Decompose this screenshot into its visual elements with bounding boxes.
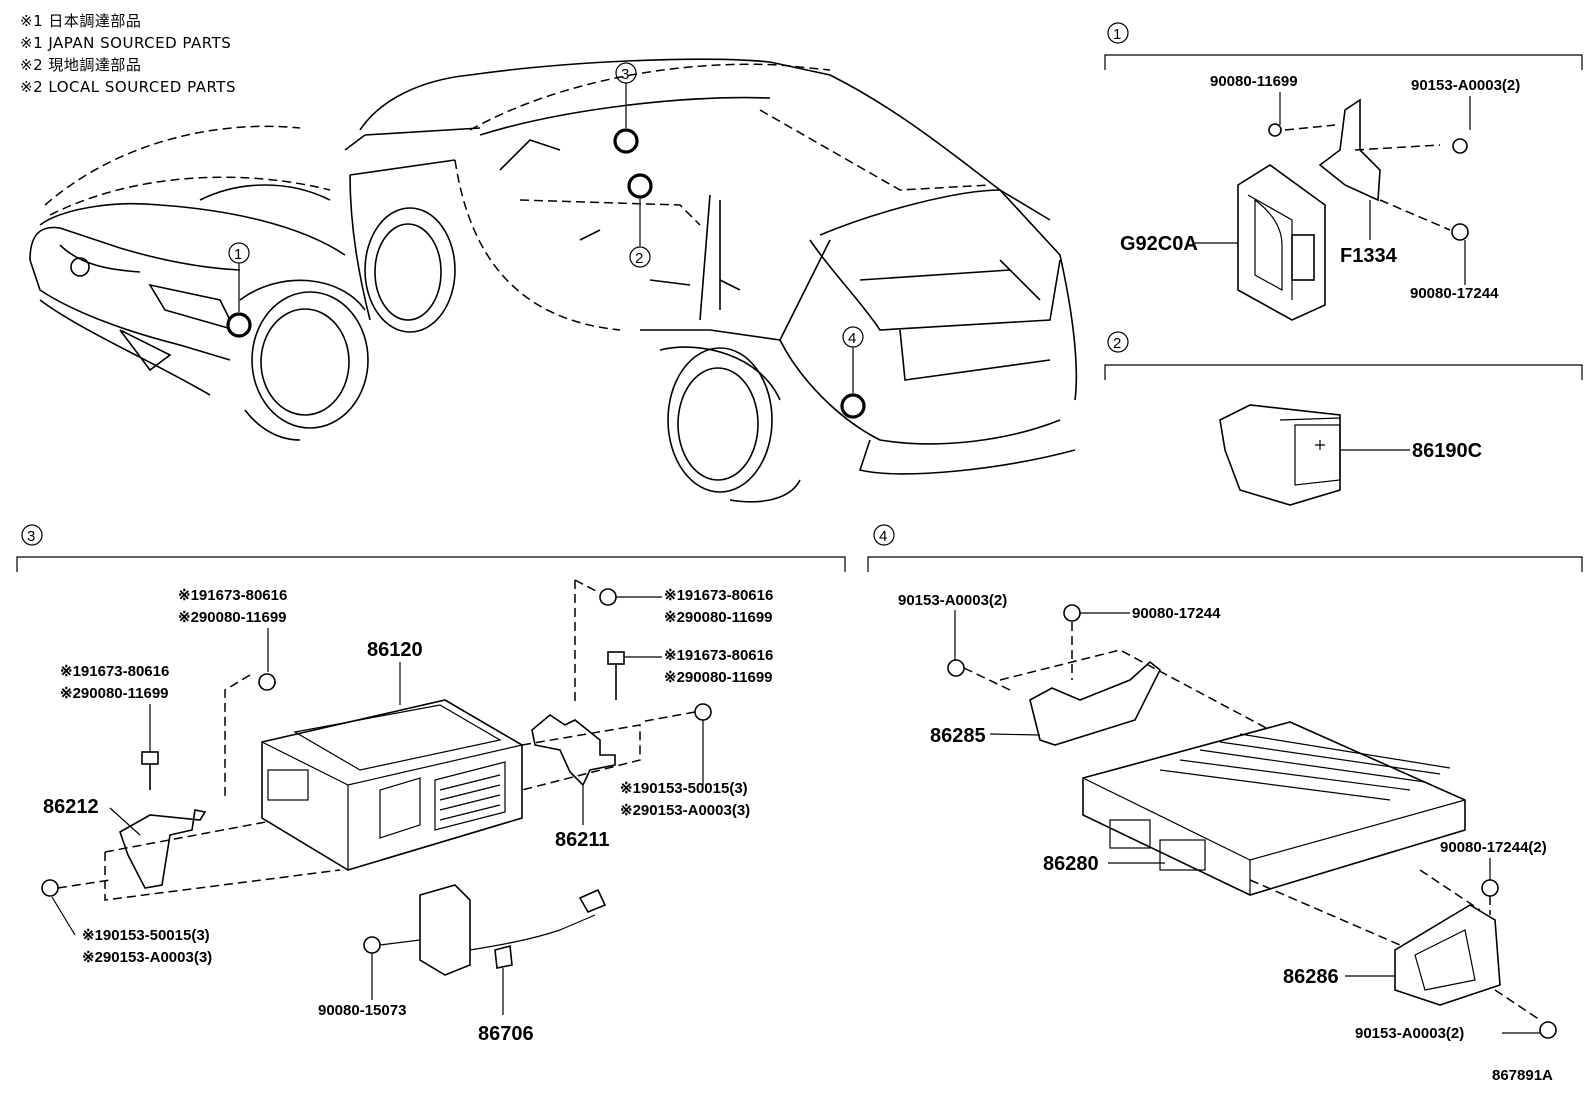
- section-1: 1 90080-11699 90153-A0003(2) G92C0A F133…: [1104, 22, 1583, 321]
- location-marker-2: [627, 173, 653, 199]
- label-screw-a2: ※290080-11699: [178, 609, 287, 626]
- callout-3: 3: [621, 66, 629, 83]
- label-90080-17244: 90080-17244: [1410, 285, 1499, 302]
- label-86190C: 86190C: [1412, 440, 1482, 462]
- label-4-90153-A0003-bottom: 90153-A0003(2): [1355, 1025, 1464, 1042]
- callout-1-front: 1: [234, 246, 242, 263]
- callout-4: 4: [848, 330, 856, 347]
- label-90080-15073: 90080-15073: [318, 1002, 406, 1019]
- section-4-number: 4: [879, 528, 887, 545]
- label-86285: 86285: [930, 725, 986, 747]
- location-marker-3: [613, 128, 639, 154]
- label-bolt-r1: ※190153-50015(3): [620, 780, 748, 797]
- label-bolt-l2: ※290153-A0003(3): [82, 949, 212, 966]
- label-G92C0A: G92C0A: [1120, 233, 1198, 255]
- label-screw-b2: ※290080-11699: [60, 685, 169, 702]
- label-screw-c2: ※290080-11699: [664, 609, 773, 626]
- section-3-number: 3: [27, 528, 35, 545]
- label-86706: 86706: [478, 1023, 534, 1045]
- label-screw-d1: ※191673-80616: [664, 647, 773, 664]
- vehicle-rear-view: 3 2 4: [344, 58, 1078, 503]
- label-screw-d2: ※290080-11699: [664, 669, 773, 686]
- location-marker-4: [840, 393, 866, 419]
- section-2-number: 2: [1113, 335, 1121, 352]
- label-86212: 86212: [43, 796, 99, 818]
- label-F1334: F1334: [1340, 245, 1398, 267]
- label-screw-c1: ※191673-80616: [664, 587, 773, 604]
- label-86211: 86211: [555, 829, 610, 851]
- note-japan-en: ※1 JAPAN SOURCED PARTS: [20, 34, 231, 52]
- location-marker-1: [226, 312, 252, 338]
- note-local-jp: ※2 現地調達部品: [20, 56, 141, 74]
- label-screw-a1: ※191673-80616: [178, 587, 287, 604]
- label-4-90153-A0003-top: 90153-A0003(2): [898, 592, 1007, 609]
- section-2: 2 86190C: [1104, 331, 1583, 506]
- label-screw-b1: ※191673-80616: [60, 663, 169, 680]
- section-1-number: 1: [1113, 26, 1121, 43]
- label-bolt-r2: ※290153-A0003(3): [620, 802, 750, 819]
- callout-2: 2: [635, 250, 643, 267]
- section-4: 4 90153-A0003(2) 90080-17244 86285 86280…: [867, 524, 1583, 1042]
- label-86120: 86120: [367, 639, 423, 661]
- note-japan-jp: ※1 日本調達部品: [20, 12, 141, 30]
- label-4-90080-17244-right: 90080-17244(2): [1440, 839, 1547, 856]
- vehicle-front-view: 1: [29, 125, 369, 441]
- label-90080-11699: 90080-11699: [1210, 73, 1298, 90]
- label-bolt-l1: ※190153-50015(3): [82, 927, 210, 944]
- label-4-90080-17244-top: 90080-17244: [1132, 605, 1221, 622]
- note-local-en: ※2 LOCAL SOURCED PARTS: [20, 78, 236, 96]
- label-90153-A0003: 90153-A0003(2): [1411, 77, 1520, 94]
- label-86286: 86286: [1283, 966, 1339, 988]
- sourcing-notes: ※1 日本調達部品 ※1 JAPAN SOURCED PARTS ※2 現地調達…: [20, 12, 236, 96]
- label-86280: 86280: [1043, 853, 1099, 875]
- figure-id: 867891A: [1492, 1067, 1553, 1084]
- section-3: 3 ※191673-80616 ※290080-11699 ※191673-80…: [16, 524, 846, 1045]
